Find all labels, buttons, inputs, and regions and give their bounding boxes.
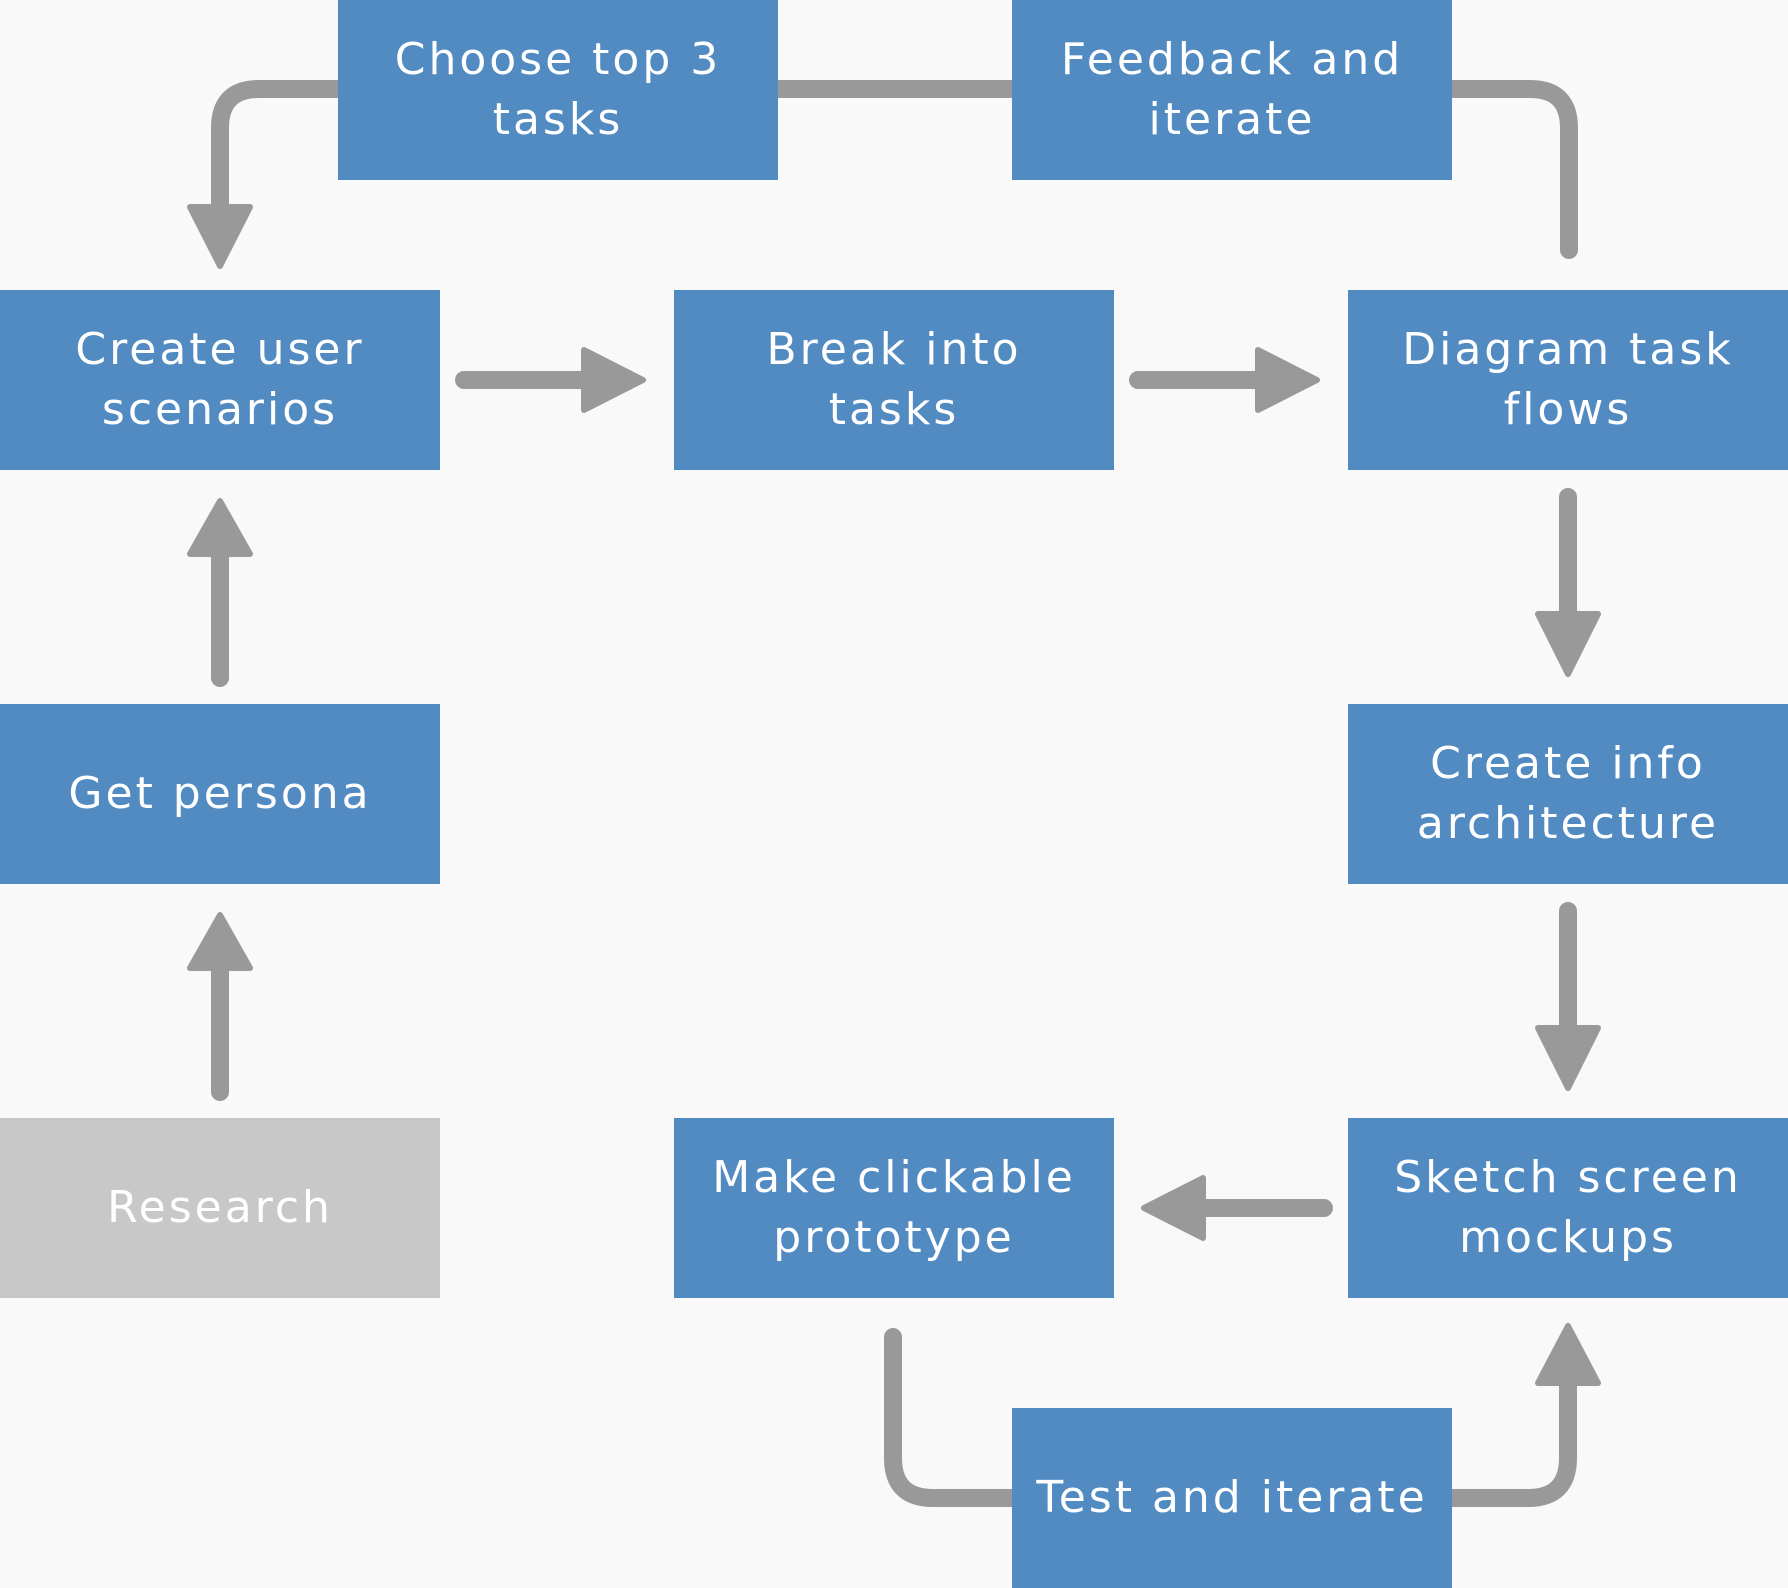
node-label: Create info architecture: [1416, 738, 1720, 849]
node-make-clickable-prototype: Make clickable prototype: [674, 1118, 1114, 1298]
node-get-persona: Get persona: [0, 704, 440, 884]
node-create-info-architecture: Create info architecture: [1348, 704, 1788, 884]
arrowhead-break-to-diagram: [1255, 347, 1320, 413]
node-create-user-scenarios: Create user scenarios: [0, 290, 440, 470]
node-label: Feedback and iterate: [1060, 34, 1404, 145]
arrow-proto-to-test: [884, 1328, 1021, 1507]
node-label: Create user scenarios: [75, 324, 365, 435]
node-label: Test and iterate: [1036, 1472, 1428, 1523]
arrowhead-choose-to-scenarios: [187, 204, 253, 269]
node-label: Research: [107, 1182, 333, 1233]
arrowhead-test-to-sketch: [1535, 1323, 1601, 1386]
node-label: Break into tasks: [766, 324, 1022, 435]
node-feedback-and-iterate: Feedback and iterate: [1012, 0, 1452, 180]
node-sketch-screen-mockups: Sketch screen mockups: [1348, 1118, 1788, 1298]
arrowhead-diagram-to-info: [1535, 611, 1601, 677]
node-label: Get persona: [68, 768, 372, 819]
node-break-into-tasks: Break into tasks: [674, 290, 1114, 470]
arrowhead-persona-to-scenarios: [187, 498, 253, 557]
node-label: Make clickable prototype: [712, 1152, 1076, 1263]
node-choose-top-3-tasks: Choose top 3 tasks: [338, 0, 778, 180]
arrowhead-info-to-sketch: [1535, 1025, 1601, 1091]
node-research: Research: [0, 1118, 440, 1298]
arrow-diagram-to-feedback: [1443, 80, 1578, 259]
node-diagram-task-flows: Diagram task flows: [1348, 290, 1788, 470]
arrow-test-to-sketch: [1443, 1371, 1577, 1507]
node-label: Sketch screen mockups: [1394, 1152, 1742, 1263]
node-label: Diagram task flows: [1402, 324, 1734, 435]
arrowhead-scenarios-to-break: [581, 347, 646, 413]
arrowhead-sketch-to-proto: [1141, 1175, 1206, 1241]
node-label: Choose top 3 tasks: [394, 34, 722, 145]
arrowhead-research-to-persona: [187, 912, 253, 971]
node-test-and-iterate: Test and iterate: [1012, 1408, 1452, 1588]
arrow-choose-to-scenarios: [211, 80, 347, 219]
